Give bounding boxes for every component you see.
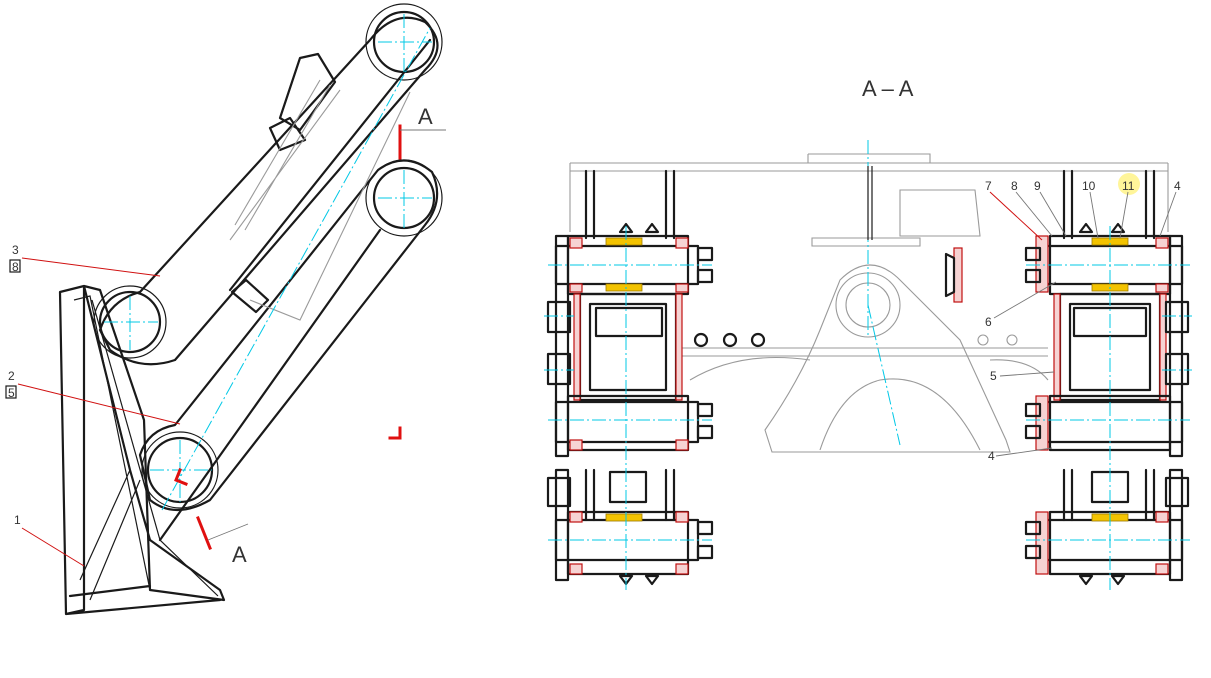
highlight-11	[1118, 173, 1140, 195]
section-letter-top: A	[418, 104, 433, 129]
callout-2: 2 5	[5, 369, 181, 425]
svg-text:2: 2	[8, 369, 15, 383]
hole-3	[750, 332, 766, 348]
section-view: A – A	[544, 76, 1192, 590]
section-title: A – A	[862, 76, 914, 101]
bushing-bottom-left	[605, 513, 643, 522]
section-letter-bottom: A	[232, 542, 247, 567]
callouts-right: 7 8 9 10 11 4 6 5 4	[985, 179, 1181, 463]
corner-mark	[388, 426, 402, 440]
bushing-top-left	[605, 237, 643, 246]
svg-text:9: 9	[1034, 179, 1041, 193]
centre-bracket	[953, 247, 963, 303]
boom-arm-lower	[138, 159, 439, 511]
hydraulic-cylinder	[230, 52, 337, 314]
part-7-plate	[1035, 235, 1049, 293]
section-mark-bottom	[196, 516, 212, 550]
svg-text:1: 1	[14, 513, 21, 527]
right-column	[1024, 169, 1192, 590]
svg-text:5: 5	[990, 369, 997, 383]
side-view: A A 3 8 2 5 1	[5, 3, 446, 616]
hole-2	[722, 332, 738, 348]
lower-pin	[98, 290, 162, 354]
svg-text:4: 4	[988, 449, 995, 463]
pivot-mark	[174, 468, 188, 486]
svg-text:3: 3	[12, 243, 19, 257]
lower-shaft-right	[1038, 400, 1184, 444]
svg-text:8: 8	[1011, 179, 1018, 193]
svg-text:5: 5	[8, 386, 15, 400]
left-column	[544, 169, 714, 590]
boom-arm-rear	[158, 38, 432, 542]
svg-text:8: 8	[12, 260, 19, 274]
svg-text:11: 11	[1122, 179, 1135, 193]
cylinder-rod	[229, 79, 411, 321]
lower-shaft-left	[554, 400, 700, 444]
base-frame	[58, 284, 226, 616]
svg-text:10: 10	[1082, 179, 1096, 193]
hole-1	[693, 332, 709, 348]
callout-3: 3 8	[9, 243, 161, 277]
svg-text:7: 7	[985, 179, 992, 193]
svg-text:4: 4	[1174, 179, 1181, 193]
frame-outline	[569, 153, 1169, 453]
svg-text:6: 6	[985, 315, 992, 329]
callout-1: 1	[14, 513, 85, 567]
boom-arm	[98, 16, 439, 366]
